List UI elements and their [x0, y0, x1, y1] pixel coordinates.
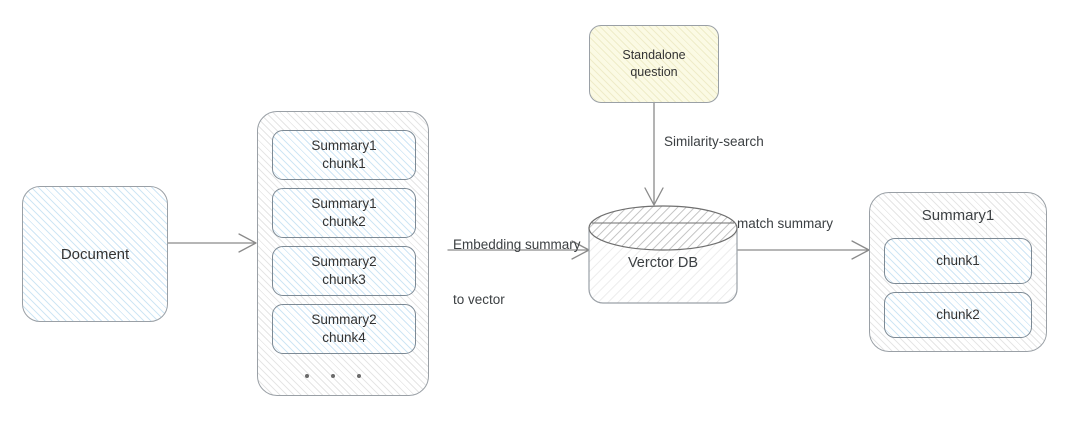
result-container: Summary1 chunk1 chunk2: [869, 192, 1047, 352]
arrow-question-to-vectordb: [644, 102, 664, 206]
vector-db-cylinder-shape: [588, 205, 738, 304]
chunk-item-4-summary: Summary2: [311, 311, 377, 327]
chunk-item-2-chunk: chunk2: [322, 214, 366, 229]
document-node[interactable]: Document: [22, 186, 168, 322]
edge-label-embedding: Embedding summary to vector: [453, 200, 581, 346]
edge-label-similarity: Similarity-search: [664, 134, 764, 149]
standalone-question-line1: Standalone: [622, 48, 686, 63]
vector-db-label: Verctor DB: [627, 255, 699, 271]
arrow-vectordb-to-result: [737, 240, 870, 260]
chunk-item-1-chunk: chunk1: [322, 156, 366, 171]
chunk-item-3[interactable]: Summary2 chunk3: [272, 246, 416, 296]
arrow-document-to-chunks: [167, 233, 257, 253]
ellipsis-dot: [357, 374, 361, 378]
result-chunk-1-label: chunk1: [936, 252, 980, 268]
chunk-item-3-chunk: chunk3: [322, 272, 366, 287]
chunk-item-1[interactable]: Summary1 chunk1: [272, 130, 416, 180]
result-title: Summary1: [921, 207, 995, 224]
result-chunk-2[interactable]: chunk2: [884, 292, 1032, 338]
chunk-item-2[interactable]: Summary1 chunk2: [272, 188, 416, 238]
chunk-item-2-summary: Summary1: [311, 195, 377, 211]
document-label: Document: [60, 245, 130, 263]
edge-label-match: match summary: [737, 216, 834, 231]
chunks-ellipsis: [305, 374, 361, 378]
standalone-question-node[interactable]: Standalone question: [589, 25, 719, 103]
chunk-item-1-summary: Summary1: [311, 137, 377, 153]
result-chunk-2-label: chunk2: [936, 306, 980, 322]
standalone-question-line2: question: [630, 65, 678, 79]
edge-label-embedding-line2: to vector: [453, 292, 505, 308]
chunk-item-4-chunk: chunk4: [322, 330, 366, 345]
vector-db-node[interactable]: Verctor DB: [588, 203, 738, 306]
chunk-item-3-summary: Summary2: [311, 253, 377, 269]
ellipsis-dot: [305, 374, 309, 378]
ellipsis-dot: [331, 374, 335, 378]
edge-label-embedding-line1: Embedding summary: [453, 237, 581, 253]
result-chunk-1[interactable]: chunk1: [884, 238, 1032, 284]
chunks-container: Summary1 chunk1 Summary1 chunk2 Summary2…: [257, 111, 429, 396]
chunk-item-4[interactable]: Summary2 chunk4: [272, 304, 416, 354]
